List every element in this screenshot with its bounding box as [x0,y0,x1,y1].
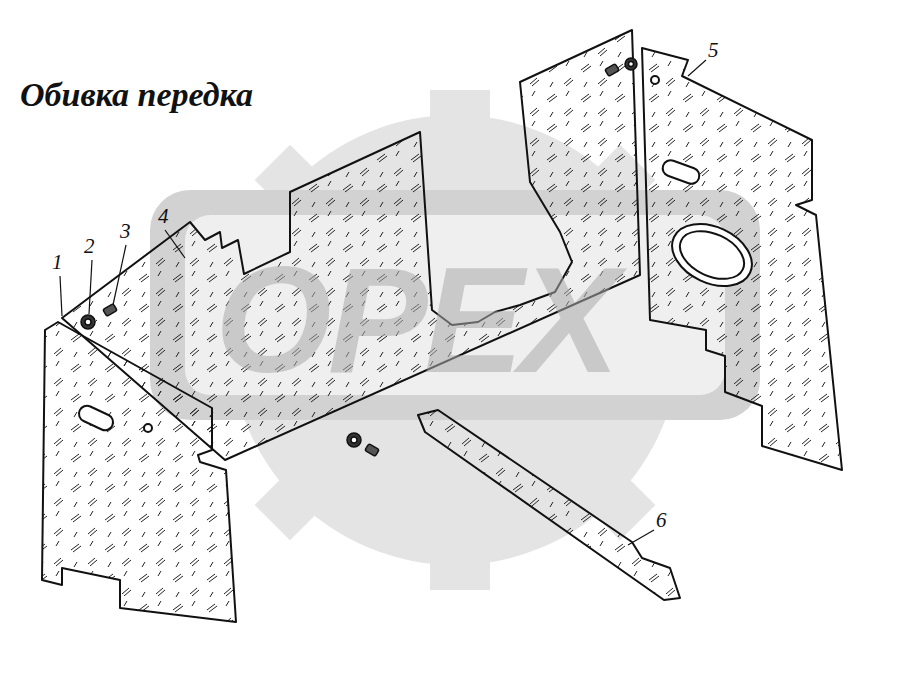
holes [76,76,762,433]
callout-number: 4 [158,206,169,227]
callout-number: 5 [708,40,719,61]
callout-number: 6 [656,510,667,531]
fasteners [81,58,637,456]
diagram-title: Обивка передка [20,76,253,114]
callout-number: 2 [84,236,95,257]
left-panel [42,322,236,622]
callout-number: 1 [52,252,63,273]
watermark-gear [150,90,760,590]
right-panel [642,48,842,470]
panels [42,30,842,622]
strip-panel [418,410,680,600]
leader-lines [60,60,706,545]
watermark: ОРЕХ [215,245,616,395]
callout-number: 3 [120,221,131,242]
